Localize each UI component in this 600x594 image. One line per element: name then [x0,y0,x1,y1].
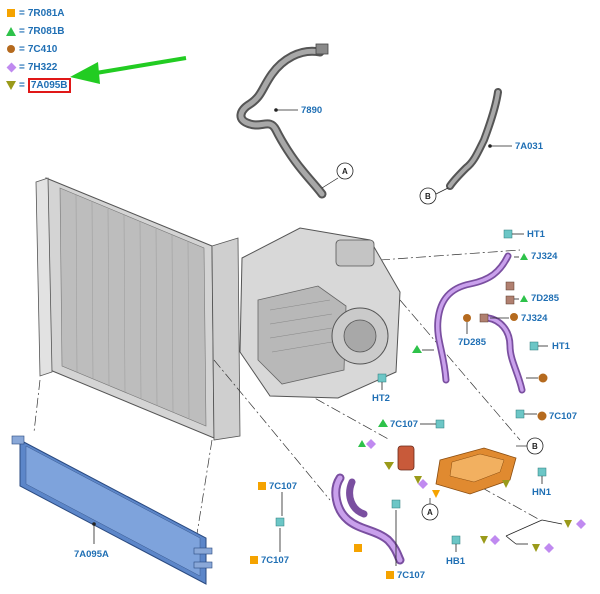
callout-hn1[interactable]: HN1 [532,487,552,498]
leader-view-b [435,187,449,195]
callout-ht1-top[interactable]: HT1 [527,229,546,240]
legend-equals: = [19,7,25,19]
green-triangle-icon [6,26,16,36]
hose-clamps-right [275,229,547,545]
brown-circle-icon [510,313,518,321]
view-marker-b-top [419,187,437,205]
hose-7890[interactable] [236,43,329,199]
view-marker-b-bottom-label: B [532,442,538,451]
legend-row-7r081a: = 7R081A [6,4,71,22]
callout-ht1-mid[interactable]: HT1 [552,341,571,352]
olive-triangle-down-icon [384,462,394,470]
brown-circle-icon [537,411,547,421]
purple-diamond-icon [366,439,376,449]
callout-7d285-a[interactable]: 7D285 [531,293,560,304]
green-pointer-arrow-icon [70,56,187,84]
olive-triangle-down-icon [414,476,422,484]
callout-7c107-left-top[interactable]: 7C107 [269,481,297,492]
bracket-tree-lower-right [480,519,586,553]
callout-7c107-bottom[interactable]: 7C107 [397,570,425,581]
orange-square-icon [250,556,258,564]
brown-circle-icon [7,45,15,53]
callout-hb1[interactable]: HB1 [446,556,466,567]
cooler-7a095a[interactable] [11,435,213,585]
legend-row-7c410: = 7C410 [6,40,71,58]
green-triangle-icon [520,253,528,260]
pump-small-red[interactable] [397,445,415,471]
brown-circle-icon [538,373,548,383]
view-marker-a-bottom [421,503,439,521]
legend: = 7R081A = 7R081B = 7C410 = 7H322 = 7A09… [6,4,71,94]
legend-row-7h322: = 7H322 [6,58,71,76]
legend-equals: = [19,25,25,37]
legend-code-7c410[interactable]: 7C410 [27,43,58,55]
callout-7c107-left-bottom[interactable]: 7C107 [261,555,289,566]
leader-dot [92,522,96,526]
green-triangle-icon [358,440,366,447]
radiator[interactable] [35,177,241,441]
legend-code-7h322[interactable]: 7H322 [27,61,58,73]
legend-equals: = [19,61,25,73]
green-triangle-icon [520,295,528,302]
orange-square-icon [258,482,266,490]
brown-circle-icon [463,314,471,322]
orange-square-icon [354,544,362,552]
callout-7890[interactable]: 7890 [301,105,322,116]
hose-upper-right-purple[interactable] [434,252,512,384]
legend-code-7a095b-highlighted[interactable]: 7A095B [27,77,71,93]
callout-7c107-center[interactable]: 7C107 [390,419,418,430]
transmission-assembly[interactable] [239,227,401,399]
legend-equals: = [19,79,25,91]
olive-triangle-down-icon [502,480,510,488]
olive-triangle-down-icon [6,80,16,90]
callout-7j324-a[interactable]: 7J324 [531,251,558,262]
callout-7j324-b[interactable]: 7J324 [521,313,548,324]
view-marker-a-top [336,162,354,180]
callout-7a095a[interactable]: 7A095A [74,549,109,560]
view-marker-b-bottom [526,437,544,455]
callout-7d285-b[interactable]: 7D285 [458,337,487,348]
hose-bottom-purple[interactable] [331,473,405,565]
view-marker-a-bottom-label: A [427,508,433,517]
orange-square-icon [432,490,440,498]
orange-square-icon [7,9,15,17]
view-marker-a-top-label: A [342,167,348,176]
callout-ht2[interactable]: HT2 [372,393,390,404]
legend-code-7r081a[interactable]: 7R081A [27,7,65,19]
leader-view-a [321,177,339,189]
view-marker-b-top-label: B [425,192,431,201]
purple-diamond-icon [418,479,428,489]
green-triangle-icon [412,345,422,353]
legend-code-7r081b[interactable]: 7R081B [27,25,65,37]
hose-lower-right-purple[interactable] [484,314,526,394]
callout-7c107-right[interactable]: 7C107 [549,411,577,422]
bracket-valve-orange[interactable] [435,447,517,495]
hose-7a031[interactable] [446,88,502,190]
leader-dot [488,144,492,148]
orange-square-icon [386,571,394,579]
legend-row-7r081b: = 7R081B [6,22,71,40]
legend-equals: = [19,43,25,55]
green-triangle-icon [378,419,388,427]
assembly-leader-lines [33,249,541,541]
leader-dot [274,108,278,112]
callout-7a031[interactable]: 7A031 [515,141,544,152]
legend-row-7a095b: = 7A095B [6,76,71,94]
